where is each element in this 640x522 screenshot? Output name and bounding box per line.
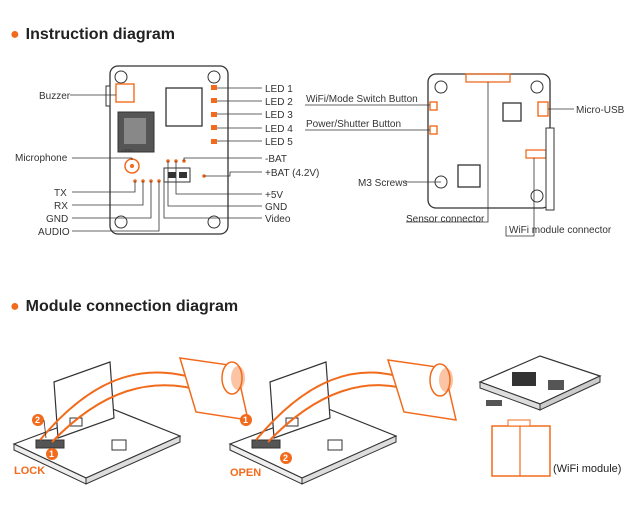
label-micro-usb: Micro-USB <box>576 105 625 116</box>
bullet-dot-icon: ● <box>10 26 20 43</box>
step-1-marker-open: 1 <box>243 415 248 425</box>
label-tx: TX <box>54 188 67 199</box>
left-board: CPB3 <box>15 65 319 238</box>
label-led4: LED 4 <box>265 124 293 135</box>
label-led1: LED 1 <box>265 84 293 95</box>
label-gnd-right: GND <box>265 202 287 213</box>
label-led5: LED 5 <box>265 137 293 148</box>
label-5v: +5V <box>265 190 283 201</box>
label-sensor-connector: Sensor connector <box>406 214 485 225</box>
open-label: OPEN <box>230 467 261 479</box>
step-1-marker: 1 <box>49 449 54 459</box>
label-power-button: Power/Shutter Button <box>306 119 401 130</box>
label-video: Video <box>265 214 291 225</box>
open-assembly: 1 2 OPEN <box>228 359 457 485</box>
label-audio: AUDIO <box>38 227 70 238</box>
label-m3-screws: M3 Screws <box>358 178 407 189</box>
module-heading: ● Module connection diagram <box>10 298 238 316</box>
step-2-marker: 2 <box>35 415 40 425</box>
label-led2: LED 2 <box>265 97 293 108</box>
label-buzzer: Buzzer <box>39 91 71 102</box>
label-gnd-left: GND <box>46 214 68 225</box>
instruction-heading: ● Instruction diagram <box>10 26 175 44</box>
label-led3: LED 3 <box>265 110 293 121</box>
wifi-module-label: (WiFi module) <box>553 463 621 475</box>
instruction-title: Instruction diagram <box>25 26 176 43</box>
wifi-module-assembly: (WiFi module) <box>478 355 621 477</box>
module-title: Module connection diagram <box>25 298 239 315</box>
label-rx: RX <box>54 201 68 212</box>
step-2-marker-open: 2 <box>283 453 288 463</box>
label-pos-bat: +BAT (4.2V) <box>265 168 319 179</box>
label-wifi-switch: WiFi/Mode Switch Button <box>306 94 418 105</box>
right-board: WiFi/Mode Switch Button Power/Shutter Bu… <box>305 73 625 237</box>
lock-assembly: 2 1 LOCK <box>12 357 249 485</box>
svg-text:CPB3: CPB3 <box>122 148 133 153</box>
bullet-dot-icon: ● <box>10 298 20 315</box>
label-neg-bat: -BAT <box>265 154 287 165</box>
lock-label: LOCK <box>14 465 45 477</box>
label-wifi-connector: WiFi module connector <box>509 225 612 236</box>
label-microphone: Microphone <box>15 153 68 164</box>
